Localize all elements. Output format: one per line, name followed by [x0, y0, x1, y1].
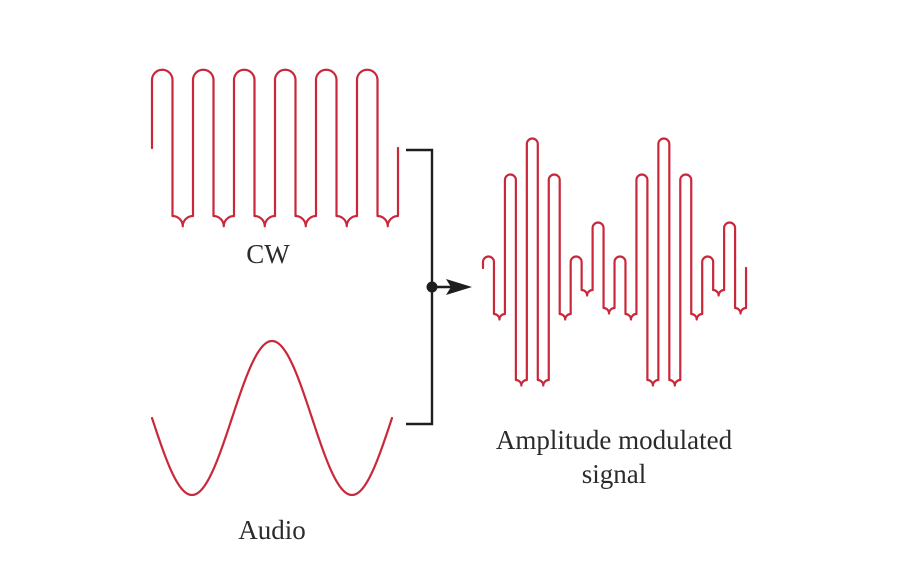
carrier-wave: [150, 68, 400, 228]
am-label-line2: signal: [582, 459, 647, 489]
am-signal-wave: [481, 137, 748, 387]
audio-label: Audio: [238, 515, 306, 545]
arrow-head-icon: [446, 279, 472, 295]
junction-dot: [426, 281, 438, 293]
am-label-line1: Amplitude modulated: [496, 425, 733, 455]
cw-label: CW: [246, 239, 290, 269]
audio-wave: [150, 339, 394, 497]
